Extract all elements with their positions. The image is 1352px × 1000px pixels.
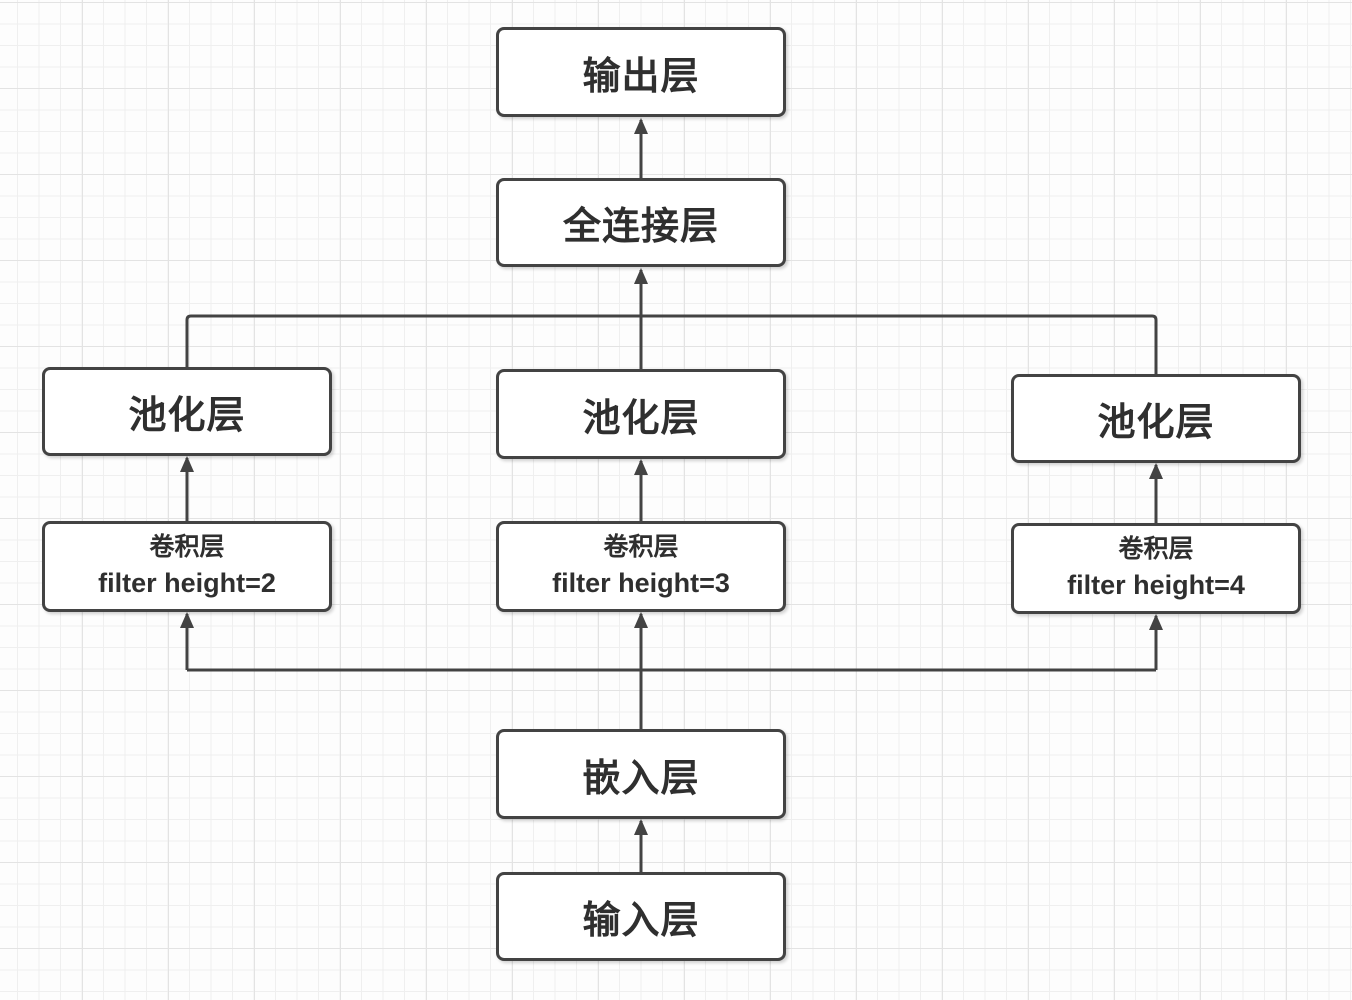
node-conv-left-subtitle: filter height=2 (98, 568, 276, 599)
node-pooling-layer-middle[interactable]: 池化层 (496, 369, 786, 459)
node-conv-layer-filter3[interactable]: 卷积层 filter height=3 (496, 521, 786, 612)
node-output-layer[interactable]: 输出层 (496, 27, 786, 117)
connector-top-branch (185, 314, 1158, 374)
node-conv-mid-subtitle: filter height=3 (552, 568, 730, 599)
node-conv-left-title: 卷积层 (149, 533, 225, 562)
node-input-layer[interactable]: 输入层 (496, 872, 786, 961)
node-pool-mid-label: 池化层 (582, 397, 700, 440)
node-conv-right-subtitle: filter height=4 (1067, 570, 1245, 601)
node-conv-mid-title: 卷积层 (603, 533, 679, 562)
node-input-label: 输入层 (582, 900, 700, 942)
node-conv-layer-filter2[interactable]: 卷积层 filter height=2 (42, 521, 332, 612)
node-embedding-label: 嵌入层 (582, 757, 700, 800)
node-embedding-layer[interactable]: 嵌入层 (496, 729, 786, 819)
node-conv-right-title: 卷积层 (1118, 535, 1194, 564)
node-pool-left-label: 池化层 (128, 395, 246, 437)
node-fully-connected-layer[interactable]: 全连接层 (496, 178, 786, 267)
node-fc-label: 全连接层 (562, 206, 719, 248)
node-pooling-layer-right[interactable]: 池化层 (1011, 374, 1301, 463)
node-output-label: 输出层 (582, 55, 700, 98)
node-conv-layer-filter4[interactable]: 卷积层 filter height=4 (1011, 523, 1301, 614)
node-pooling-layer-left[interactable]: 池化层 (42, 367, 332, 456)
node-pool-right-label: 池化层 (1097, 402, 1215, 444)
